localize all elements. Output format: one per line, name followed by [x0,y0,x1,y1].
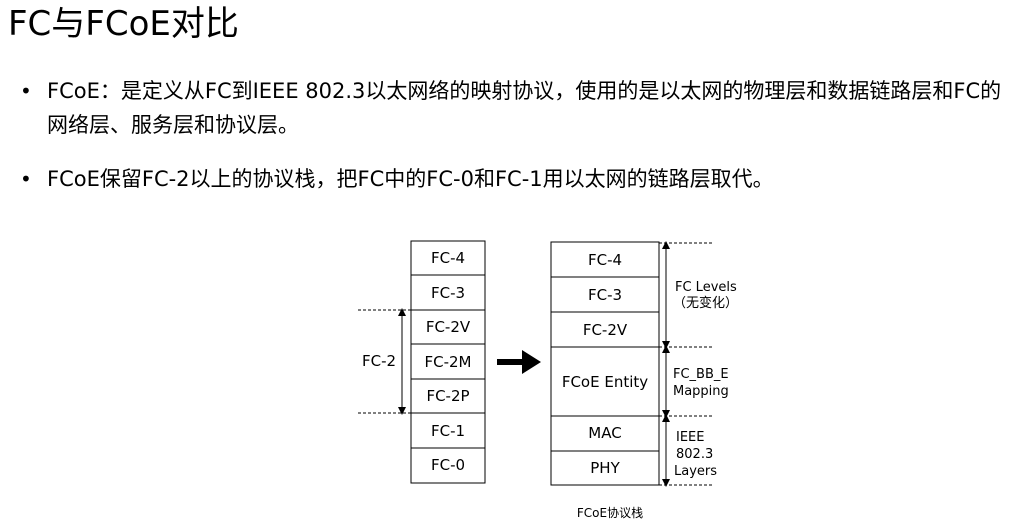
fcoe-layer-box [550,450,660,486]
fcoe-layer-box [550,415,660,452]
bullet-item-fcoe-definition: • FCoE：是定义从FC到IEEE 802.3以太网络的映射协议，使用的是以太… [20,74,1005,142]
fcoe-layer-box [550,276,660,313]
fc-layer-box [410,343,486,380]
annotation-fc-levels: FC Levels [675,280,737,295]
fc2-bracket: FC-2 [358,308,411,415]
fc-layer-label: FC-2M [425,353,472,371]
fc-layer-label: FC-2P [426,387,469,405]
fc-layer-box [410,274,486,311]
annotation-fc-levels-note: （无变化） [673,295,738,311]
fc-layer-box [410,412,486,449]
annotation-mapping: Mapping [673,384,729,399]
fcoe-guide-lines [659,242,712,486]
fc-layer-label: FC-2V [426,318,471,336]
fcoe-stack: FC-4 FC-3 FC-2V FCoE Entity MAC PHY [550,241,660,486]
diagram-caption: FCoE协议栈 [577,505,643,520]
fcoe-annotations: FC Levels （无变化） FC_BB_E Mapping IEEE 802… [673,280,738,479]
transition-arrow-icon [497,350,541,374]
fcoe-layer-label: FC-2V [583,321,628,339]
fc-stack: FC-4 FC-3 FC-2V FC-2M FC-2P FC-1 FC-0 [410,240,486,484]
fc-layer-box [410,447,486,484]
fc-layer-box [410,240,486,276]
fcoe-layer-label: FC-3 [588,286,622,304]
fcoe-layer-label: MAC [588,424,621,442]
fcoe-layer-label: PHY [590,459,620,477]
fc-layer-label: FC-1 [431,422,465,440]
fcoe-layer-box [550,241,660,278]
fcoe-layer-label: FC-4 [588,251,622,269]
bullet-item-fcoe-replacement: • FCoE保留FC-2以上的协议栈，把FC中的FC-0和FC-1用以太网的链路… [20,162,1005,196]
fc-layer-label: FC-3 [431,284,465,302]
bullet-dot-icon: • [20,167,32,191]
bullet-text: FCoE保留FC-2以上的协议栈，把FC中的FC-0和FC-1用以太网的链路层取… [47,167,774,191]
fcoe-layer-label: FCoE Entity [562,373,648,391]
bullet-list: • FCoE：是定义从FC到IEEE 802.3以太网络的映射协议，使用的是以太… [20,74,1005,216]
bullet-dot-icon: • [20,79,32,103]
fc-layer-box [410,378,486,414]
slide-title: FC与FCoE对比 [8,4,239,44]
fc-layer-label: FC-0 [431,456,465,474]
annotation-ieee: IEEE [676,430,704,445]
annotation-ieee: Layers [674,464,717,479]
fc2-bracket-label: FC-2 [362,352,396,370]
annotation-mapping: FC_BB_E [673,367,729,382]
bullet-text: FCoE：是定义从FC到IEEE 802.3以太网络的映射协议，使用的是以太网的… [47,79,1002,137]
annotation-ieee: 802.3 [676,447,713,462]
fc-layer-box [410,309,486,345]
fcoe-layer-box [550,346,660,417]
fc-layer-label: FC-4 [431,249,465,267]
